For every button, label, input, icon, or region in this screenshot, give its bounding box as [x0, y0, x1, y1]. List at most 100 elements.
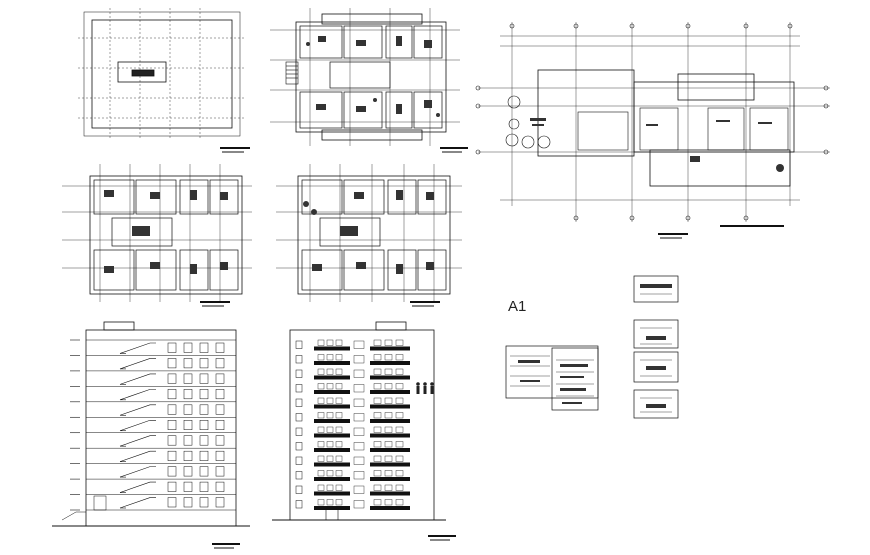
window [317, 397, 325, 404]
core-window [353, 427, 365, 436]
window [183, 373, 193, 384]
window [395, 499, 404, 506]
window [395, 412, 404, 419]
balcony [314, 390, 350, 394]
window [326, 455, 334, 462]
window [199, 466, 209, 477]
window [395, 455, 404, 462]
window [335, 397, 343, 404]
balcony [370, 419, 410, 423]
detail-sheet [505, 345, 599, 411]
balcony [370, 375, 410, 380]
core-window [353, 456, 365, 465]
roof-plan [78, 8, 250, 153]
window [373, 354, 382, 361]
window [335, 441, 343, 448]
window [183, 466, 193, 477]
side-elevation [52, 321, 250, 549]
window [373, 383, 382, 390]
window [317, 354, 325, 361]
core-window [353, 398, 365, 407]
sheet-label: A1 [508, 298, 527, 315]
window [395, 470, 404, 477]
core-window [353, 369, 365, 378]
window [395, 484, 404, 491]
site-plan-trees [505, 95, 551, 149]
window [384, 441, 393, 448]
window [167, 497, 177, 508]
typical-floor-plan-a [62, 164, 252, 307]
window [167, 481, 177, 492]
side-window [295, 355, 303, 364]
window [373, 484, 382, 491]
side-window [295, 500, 303, 509]
window [335, 455, 343, 462]
window [215, 404, 225, 415]
window [317, 412, 325, 419]
window [335, 499, 343, 506]
balcony [370, 448, 410, 452]
window [335, 426, 343, 433]
window [199, 435, 209, 446]
window [326, 383, 334, 390]
window [384, 499, 393, 506]
side-elevation-stair [119, 342, 156, 509]
stair-flight [119, 435, 156, 447]
window [183, 358, 193, 369]
stair-flight [119, 481, 156, 493]
window [215, 481, 225, 492]
side-window [295, 398, 303, 407]
window [215, 342, 225, 353]
window [373, 455, 382, 462]
window [167, 466, 177, 477]
window [199, 450, 209, 461]
section-detail-3 [633, 351, 679, 383]
balcony [370, 433, 410, 438]
window [317, 499, 325, 506]
front-elevation-people [416, 382, 434, 394]
stair-flight [119, 450, 156, 462]
window [326, 499, 334, 506]
window [395, 441, 404, 448]
core-window [353, 442, 365, 451]
window [395, 426, 404, 433]
window [384, 484, 393, 491]
window [326, 441, 334, 448]
window [326, 470, 334, 477]
core-window [353, 355, 365, 364]
window [335, 470, 343, 477]
window [326, 354, 334, 361]
side-window [295, 369, 303, 378]
front-elevation-facade [295, 339, 410, 521]
side-window [295, 427, 303, 436]
section-details [633, 275, 679, 419]
window [167, 342, 177, 353]
stair-flight [119, 373, 156, 385]
window [215, 466, 225, 477]
window [183, 389, 193, 400]
window [199, 373, 209, 384]
window [183, 435, 193, 446]
window [167, 420, 177, 430]
window [326, 397, 334, 404]
window [384, 354, 393, 361]
window [373, 339, 382, 346]
core-window [353, 413, 365, 422]
side-window [295, 384, 303, 393]
ground-floor-plan [270, 8, 468, 153]
balcony [314, 361, 350, 365]
window [215, 389, 225, 400]
stair-flight [119, 404, 156, 416]
balcony [314, 404, 350, 409]
window [335, 368, 343, 375]
entrance-stair [285, 61, 299, 85]
roof-plan-grid [78, 8, 245, 140]
window [395, 339, 404, 346]
window [199, 497, 209, 508]
balcony [370, 462, 410, 467]
window [199, 389, 209, 400]
balcony [314, 477, 350, 481]
typical-floor-plan-b [276, 164, 462, 307]
window [183, 342, 193, 353]
balcony [314, 433, 350, 438]
